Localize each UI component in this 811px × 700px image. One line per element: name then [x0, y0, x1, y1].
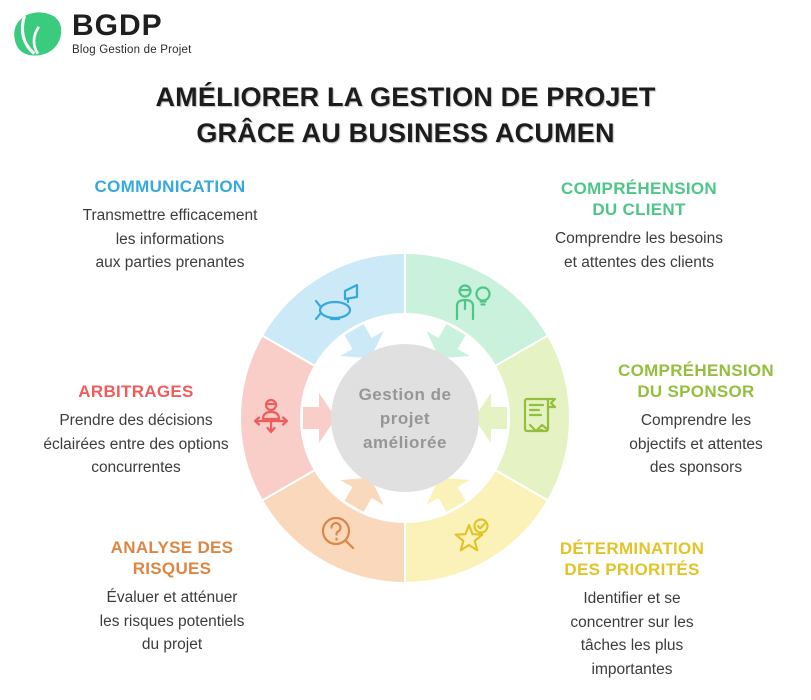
arrow-client — [426, 324, 470, 359]
arrow-arbitrages — [303, 393, 336, 443]
megaphone-icon — [314, 283, 359, 321]
arrow-priorites — [426, 477, 470, 512]
star-check-icon — [454, 518, 489, 552]
section-body: Comprendre les objectifs et attentes des… — [629, 412, 763, 477]
brand-tagline: Blog Gestion de Projet — [72, 43, 192, 56]
section-sponsor: COMPRÉHENSION DU SPONSOR Comprendre les … — [584, 360, 808, 480]
center-hub — [331, 344, 479, 492]
section-client: COMPRÉHENSION DU CLIENT Comprendre les b… — [518, 178, 760, 274]
leaf-logo-icon — [14, 12, 62, 56]
section-priorites: DÉTERMINATION DES PRIORITÉS Identifier e… — [528, 538, 736, 681]
logo: BGDP Blog Gestion de Projet — [10, 8, 191, 60]
section-heading: COMMUNICATION — [94, 177, 246, 196]
section-heading: COMPRÉHENSION DU CLIENT — [561, 179, 717, 220]
wheel-diagram — [239, 252, 571, 584]
section-risques: ANALYSE DES RISQUES Évaluer et atténuer … — [62, 537, 282, 657]
section-communication: COMMUNICATION Transmettre efficacement l… — [40, 176, 300, 275]
section-heading: DÉTERMINATION DES PRIORITÉS — [559, 539, 705, 580]
section-body: Comprendre les besoins et attentes des c… — [554, 230, 723, 271]
section-heading: COMPRÉHENSION DU SPONSOR — [618, 361, 774, 402]
section-body: Identifier et se concentrer sur les tâch… — [570, 590, 694, 678]
wheel-center-label: Gestion de projet améliorée — [358, 385, 452, 453]
contract-handshake-icon — [523, 397, 557, 433]
person-lightbulb-icon — [455, 284, 491, 321]
section-heading: ARBITRAGES — [78, 382, 194, 401]
arrow-communication — [340, 324, 384, 359]
arrow-sponsor — [474, 393, 507, 443]
arrow-risques — [340, 477, 384, 512]
brand-name: BGDP — [72, 9, 163, 42]
section-body: Transmettre efficacement les information… — [82, 207, 258, 272]
section-arbitrages: ARBITRAGES Prendre des décisions éclairé… — [15, 381, 257, 480]
head-magnifier-icon — [321, 516, 355, 550]
section-heading: ANALYSE DES RISQUES — [110, 538, 234, 579]
page-title: AMÉLIORER LA GESTION DE PROJET GRÂCE AU … — [155, 82, 656, 148]
decision-arrows-icon — [253, 398, 289, 434]
section-body: Prendre des décisions éclairées entre de… — [43, 412, 229, 477]
section-body: Évaluer et atténuer les risques potentie… — [99, 589, 245, 654]
